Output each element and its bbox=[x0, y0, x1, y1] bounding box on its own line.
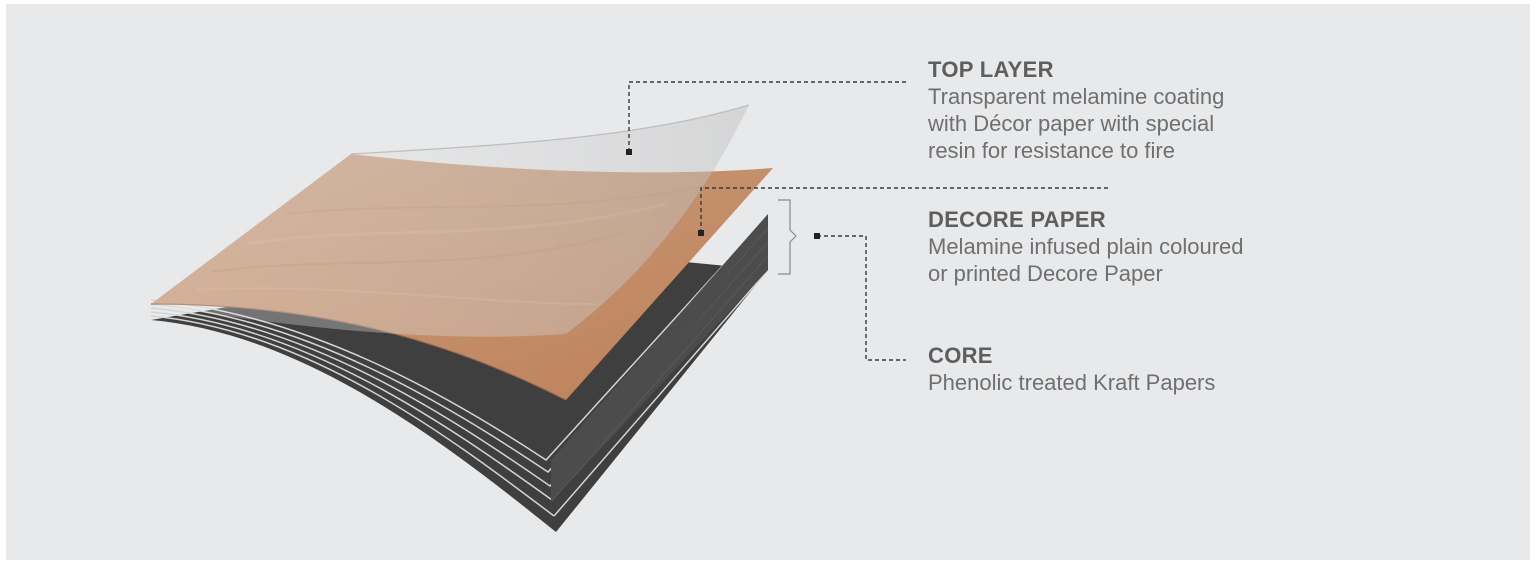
top-layer-desc-line-3: resin for resistance to fire bbox=[928, 138, 1175, 163]
top-layer-desc-line-2: with Décor paper with special bbox=[928, 111, 1215, 136]
decore-paper-leader-dot bbox=[698, 230, 704, 236]
core-leader bbox=[817, 235, 906, 361]
decore-paper-desc-line-2: or printed Decore Paper bbox=[928, 261, 1163, 286]
decore-paper-callout: DECORE PAPER Melamine infused plain colo… bbox=[928, 206, 1244, 287]
top-layer-leader-dot bbox=[626, 149, 632, 155]
core-leader-dot bbox=[814, 233, 820, 239]
leader-lines bbox=[628, 81, 1108, 361]
decore-paper-leader bbox=[700, 187, 1108, 233]
top-layer-title: TOP LAYER bbox=[928, 57, 1054, 82]
top-layer-desc-line-1: Transparent melamine coating bbox=[928, 84, 1225, 109]
core-bracket bbox=[778, 199, 797, 275]
core-title: CORE bbox=[928, 343, 993, 368]
laminate-layers-illustration bbox=[150, 81, 1108, 532]
core-desc-line-1: Phenolic treated Kraft Papers bbox=[928, 370, 1216, 395]
top-layer-leader bbox=[628, 81, 906, 152]
top-layer-callout: TOP LAYER Transparent melamine coating w… bbox=[928, 56, 1224, 164]
top-layer-sheet bbox=[151, 104, 750, 337]
core-callout: CORE Phenolic treated Kraft Papers bbox=[928, 342, 1215, 396]
diagram-canvas: TOP LAYER Transparent melamine coating w… bbox=[6, 4, 1530, 560]
decore-paper-desc-line-1: Melamine infused plain coloured bbox=[928, 234, 1244, 259]
decore-paper-title: DECORE PAPER bbox=[928, 207, 1106, 232]
